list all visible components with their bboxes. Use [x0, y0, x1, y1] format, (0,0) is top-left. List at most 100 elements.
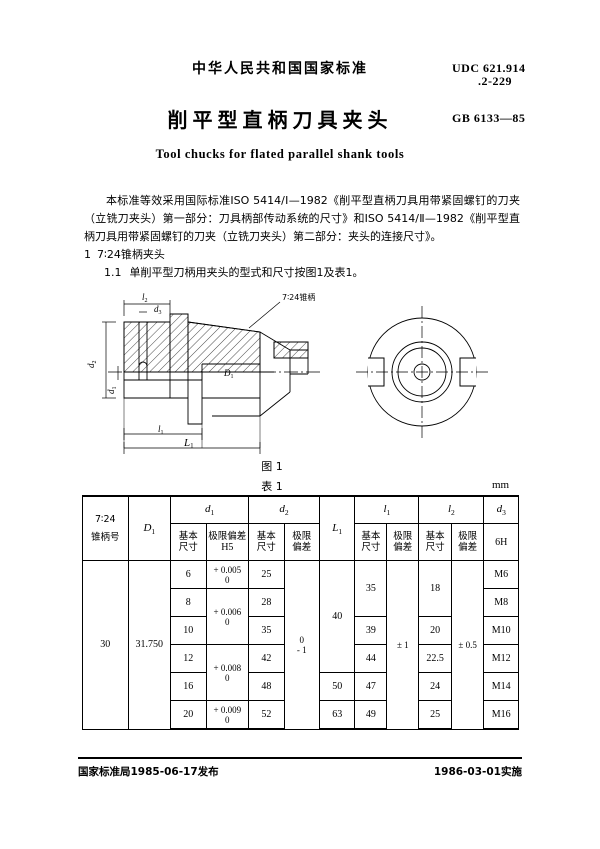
cell-l2: 18	[418, 560, 452, 617]
header-d3: d3	[483, 495, 519, 524]
page-title: 削平型直柄刀具夹头	[167, 108, 393, 132]
header-D1: D1	[127, 495, 172, 561]
header-d2-group: d2	[248, 495, 320, 524]
cell-d2: 52	[248, 700, 285, 730]
header-l1-group: l1	[354, 495, 420, 524]
header-d1-group: d1	[170, 495, 250, 524]
figure-label-d3: d3	[154, 304, 162, 316]
page-subtitle-english: Tool chucks for flated parallel shank to…	[155, 147, 405, 161]
cell-L1: 50	[318, 672, 356, 701]
standard-number: GB 6133—85	[452, 111, 526, 125]
header-d2-basic: 基本 尺寸	[248, 523, 285, 561]
tool-chuck-technical-drawing: l2 d3 d2 d1 D1 l1 L1 7∶24锥柄	[86, 292, 488, 454]
scope-paragraph: 本标准等效采用国际标准ISO 5414/Ⅰ—1982《削平型直柄刀具用带紧固螺钉…	[84, 194, 520, 243]
figure-label-d2: d2	[86, 361, 98, 369]
header-l2-group: l2	[418, 495, 485, 524]
header-l1-deviation: 极限 偏差	[386, 523, 420, 561]
header-l2-deviation: 极限 偏差	[450, 523, 485, 561]
table-header-row-2: 基本 尺寸 极限偏差 H5 基本 尺寸 极限 偏差 基本 尺寸	[83, 523, 519, 561]
table-row: 12 + 0.008 0 42 44 22.5 M12	[83, 644, 519, 701]
clause-1-1-text: 单削平型刀柄用夹头的型式和尺寸按图1及表1。	[129, 266, 364, 279]
header-d3-tolerance: 6H	[483, 523, 519, 561]
cell-d2: 25	[248, 560, 285, 589]
table-row: 16 48 50 47 24 M14	[83, 672, 519, 701]
cell-d1: 20	[170, 700, 207, 730]
table-header-row-1: 7∶24 锥柄号 D1 d1 d2 L1 l1	[82, 495, 519, 561]
header-taper-ratio: 7∶24	[94, 514, 116, 525]
udc-line-1: UDC 621.914	[452, 61, 526, 75]
cell-d1: 16	[170, 672, 207, 701]
table-unit-label: mm	[492, 479, 510, 491]
cell-d1-deviation: + 0.008 0	[205, 644, 250, 701]
table-caption: 表 1	[261, 480, 283, 493]
header-d1-basic: 基本 尺寸	[170, 523, 207, 561]
header-L1: L1	[318, 495, 356, 561]
clause-1-title: 7∶24锥柄夹头	[97, 248, 165, 261]
cell-l1: 47	[354, 672, 388, 701]
cell-l1: 39	[354, 616, 388, 645]
body-text-block: 本标准等效采用国际标准ISO 5414/Ⅰ—1982《削平型直柄刀具用带紧固螺钉…	[84, 192, 520, 282]
national-standard-label: 中华人民共和国国家标准	[192, 61, 368, 77]
udc-code: UDC 621.914 .2-229	[452, 62, 526, 88]
cell-D1: 31.750	[127, 560, 172, 730]
footer-divider	[78, 757, 522, 759]
cell-l2: 24	[418, 672, 452, 701]
clause-1: 1 7∶24锥柄夹头	[84, 246, 520, 264]
cell-d1: 6	[170, 560, 207, 589]
header-d2-deviation: 极限 偏差	[283, 523, 320, 561]
footer-issue-date: 国家标准局1985-06-17发布	[78, 766, 219, 778]
clause-1-1-number: 1.1	[104, 266, 122, 279]
figure-label-taper-note: 7∶24锥柄	[282, 292, 315, 302]
cell-d1: 8	[170, 588, 207, 617]
cell-l1: 44	[354, 644, 388, 673]
cell-d1-deviation: + 0.005 0	[205, 560, 250, 589]
cell-l2-deviation: ± 0.5	[450, 560, 485, 730]
figure-label-l1: l1	[158, 424, 164, 436]
figure-label-L1: L1	[183, 437, 194, 450]
cell-d2-deviation: 0 - 1	[283, 560, 320, 730]
figure-label-l2: l2	[142, 292, 148, 304]
header-d1-deviation-h5: 极限偏差 H5	[205, 523, 250, 561]
udc-line-2: .2-229	[478, 74, 512, 88]
cell-d3: M16	[483, 700, 519, 730]
table-row: 30 31.750 6 + 0.005 0 25 0 - 1 40 35 ± 1…	[82, 560, 519, 730]
cell-d2: 35	[248, 616, 285, 645]
table-row: 20 + 0.009 0 52 63 49 25 M16	[83, 700, 519, 730]
cell-d2: 42	[248, 644, 285, 673]
document-header: 中华人民共和国国家标准 削平型直柄刀具夹头 Tool chucks for fl…	[0, 58, 600, 162]
header-taper-label: 锥柄号	[91, 532, 120, 543]
cell-L1: 63	[318, 700, 356, 730]
cell-L1: 40	[318, 560, 356, 673]
figure-label-d1: d1	[106, 387, 118, 395]
cell-d3: M8	[483, 588, 519, 617]
cell-taper-number: 30	[82, 560, 129, 730]
figure-1-drawing: l2 d3 d2 d1 D1 l1 L1 7∶24锥柄	[84, 276, 524, 456]
table-row: 10 35 39 20 M10	[83, 616, 519, 645]
specification-table: 7∶24 锥柄号 D1 d1 d2 L1 l1	[82, 495, 519, 730]
cell-d3: M10	[483, 616, 519, 645]
cell-d3: M14	[483, 672, 519, 701]
cell-d1-deviation: + 0.009 0	[205, 700, 250, 730]
clause-1-1: 1.1 单削平型刀柄用夹头的型式和尺寸按图1及表1。	[84, 264, 520, 282]
cell-l1: 49	[354, 700, 388, 730]
cell-d2: 28	[248, 588, 285, 617]
cell-d3: M6	[483, 560, 519, 589]
cell-d1: 10	[170, 616, 207, 645]
specification-table-wrapper: 7∶24 锥柄号 D1 d1 d2 L1 l1	[82, 495, 519, 730]
footer-effective-date: 1986-03-01实施	[433, 766, 522, 778]
header-l2-basic: 基本 尺寸	[418, 523, 452, 561]
figure-caption: 图 1	[261, 460, 283, 473]
figure-label-D1: D1	[223, 368, 234, 380]
document-footer: 国家标准局1985-06-17发布 1986-03-01实施	[78, 757, 522, 779]
cell-d1: 12	[170, 644, 207, 673]
cell-l2: 22.5	[418, 644, 452, 673]
cell-l2: 25	[418, 700, 452, 730]
cell-l2: 20	[418, 616, 452, 645]
clause-1-number: 1	[84, 248, 91, 261]
cell-l1-deviation: ± 1	[386, 560, 420, 730]
cell-d2: 48	[248, 672, 285, 701]
cell-l1: 35	[354, 560, 388, 617]
cell-d1-deviation: + 0.006 0	[205, 588, 250, 645]
header-l1-basic: 基本 尺寸	[354, 523, 388, 561]
